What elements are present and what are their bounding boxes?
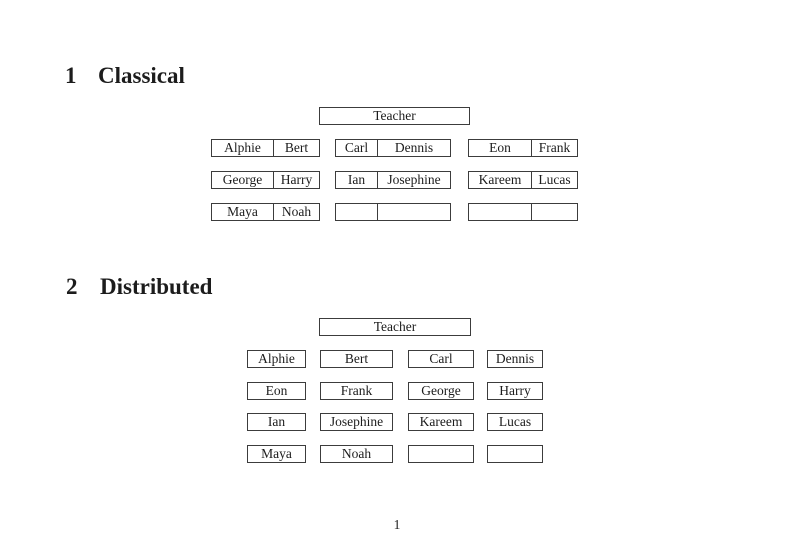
seat-label: Noah	[281, 204, 312, 219]
seat-label: Bert	[284, 140, 309, 155]
classical-desk-r2c1: George Harry	[211, 171, 320, 189]
distributed-desk-r4c1: Maya	[247, 445, 306, 463]
seat-label: Lucas	[538, 172, 571, 187]
seat-label: Eon	[469, 140, 532, 156]
seat-label: Alphie	[212, 140, 274, 156]
section-title: Classical	[98, 63, 185, 88]
classical-desk-r1c1: Alphie Bert	[211, 139, 320, 157]
classical-desk-r2c3: Kareem Lucas	[468, 171, 578, 189]
seat-label: Josephine	[387, 172, 441, 187]
distributed-desk-r1c2: Bert	[320, 350, 393, 368]
distributed-desk-r1c3: Carl	[408, 350, 474, 368]
distributed-desk-r4c3-empty	[408, 445, 474, 463]
classical-desk-r3c2-empty	[335, 203, 451, 221]
seat-label: Frank	[538, 140, 571, 155]
distributed-desk-r1c4: Dennis	[487, 350, 543, 368]
section-number: 2	[66, 274, 78, 299]
classical-desk-r1c2: Carl Dennis	[335, 139, 451, 157]
section-heading-distributed: 2 Distributed	[0, 274, 794, 300]
distributed-teacher-box: Teacher	[319, 318, 471, 336]
classical-desk-r1c3: Eon Frank	[468, 139, 578, 157]
distributed-desk-r4c2: Noah	[320, 445, 393, 463]
distributed-desk-r4c4-empty	[487, 445, 543, 463]
distributed-desk-r1c1: Alphie	[247, 350, 306, 368]
classical-teacher-box: Teacher	[319, 107, 470, 125]
seat-label	[532, 204, 577, 220]
page-number: 1	[393, 517, 401, 532]
seat-label: Dennis	[394, 140, 434, 155]
distributed-desk-r3c1: Ian	[247, 413, 306, 431]
classical-desk-r3c3-empty	[468, 203, 578, 221]
classical-desk-r3c1: Maya Noah	[211, 203, 320, 221]
distributed-desk-r2c1: Eon	[247, 382, 306, 400]
seat-label: Ian	[336, 172, 378, 188]
seat-label	[469, 204, 532, 220]
distributed-desk-r2c3: George	[408, 382, 474, 400]
section-heading-classical: 1 Classical	[0, 63, 794, 89]
seat-label: George	[212, 172, 274, 188]
seat-label	[336, 204, 378, 220]
distributed-desk-r2c2: Frank	[320, 382, 393, 400]
classical-desk-r2c2: Ian Josephine	[335, 171, 451, 189]
seat-label: Maya	[212, 204, 274, 220]
section-title: Distributed	[100, 274, 213, 299]
seat-label: Harry	[280, 172, 313, 187]
seat-label: Carl	[336, 140, 378, 156]
distributed-desk-r3c3: Kareem	[408, 413, 474, 431]
seat-label	[378, 204, 450, 220]
distributed-desk-r3c2: Josephine	[320, 413, 393, 431]
seat-label: Kareem	[469, 172, 532, 188]
distributed-desk-r3c4: Lucas	[487, 413, 543, 431]
section-number: 1	[65, 63, 77, 88]
distributed-desk-r2c4: Harry	[487, 382, 543, 400]
